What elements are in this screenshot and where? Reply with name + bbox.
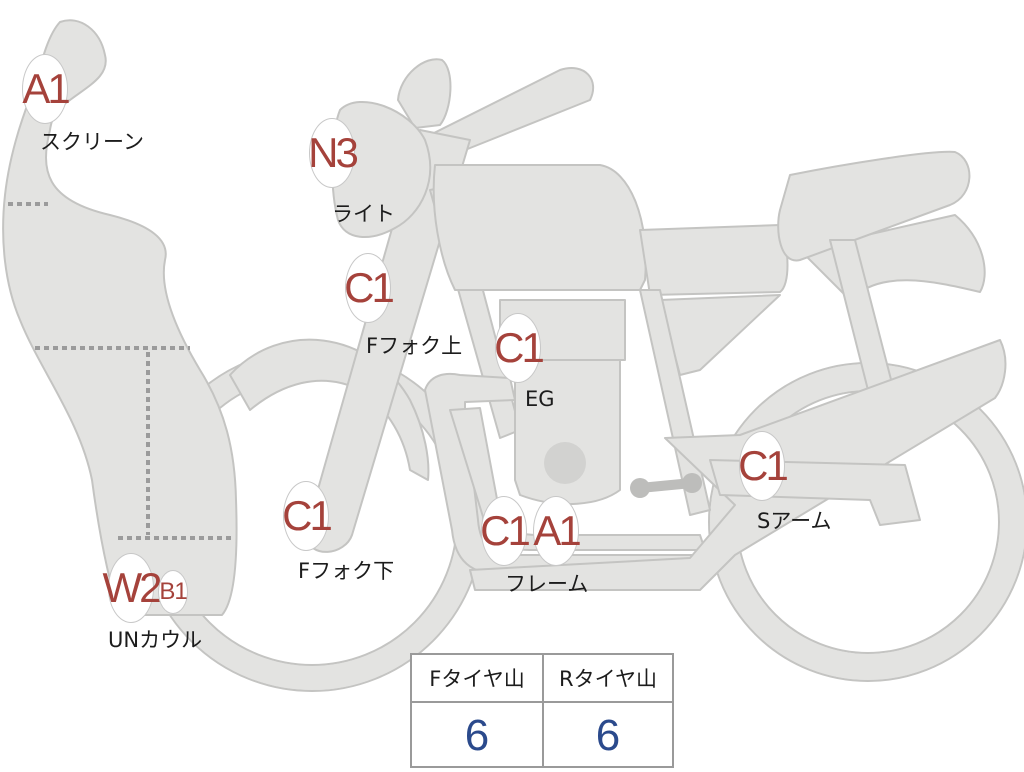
damage-code-badge: B1 <box>158 570 188 614</box>
damage-code-badge: C1 <box>282 481 333 551</box>
mirror <box>397 58 452 129</box>
part-label: EG <box>525 387 555 411</box>
front-tyre-value: 6 <box>464 710 490 760</box>
side-panel <box>639 224 789 296</box>
fuel-tank <box>432 164 647 291</box>
part-label: ライト <box>332 202 395 226</box>
handlebar <box>429 67 595 151</box>
damage-code-badge: C1 <box>480 496 531 566</box>
engine-cover <box>544 442 586 484</box>
damage-code-badge: A1 <box>533 496 582 566</box>
tyre-tread-table: Fタイヤ山 Rタイヤ山 6 6 <box>410 653 674 768</box>
damage-code-badge: C1 <box>738 431 789 501</box>
damage-code-badge: W2 <box>103 553 163 623</box>
part-label: Fフォク上 <box>366 334 463 358</box>
front-tyre-header: Fタイヤ山 <box>429 667 525 691</box>
rear-tyre-header: Rタイヤ山 <box>559 667 657 691</box>
part-label: フレーム <box>505 572 589 596</box>
part-label: UNカウル <box>108 628 203 652</box>
frame-rear <box>659 294 781 376</box>
part-label: Sアーム <box>757 509 832 533</box>
part-label: スクリーン <box>40 130 144 154</box>
rear-tyre-value: 6 <box>595 710 621 760</box>
table-divider <box>542 655 544 766</box>
part-label: Fフォク下 <box>298 559 395 583</box>
damage-code-badge: A1 <box>22 54 71 124</box>
engine-case <box>514 359 621 505</box>
seat <box>777 150 971 262</box>
damage-code-badge: C1 <box>494 313 545 383</box>
damage-code-badge: N3 <box>308 118 359 188</box>
damage-code-badge: C1 <box>344 253 395 323</box>
